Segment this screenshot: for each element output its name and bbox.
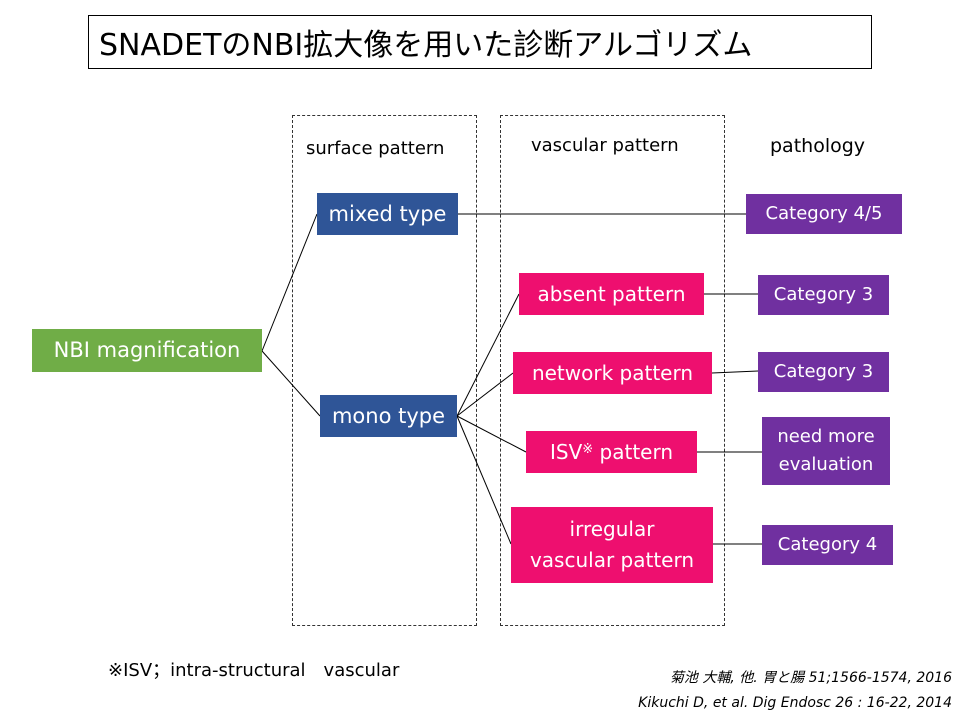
category-4-5-node: Category 4/5	[746, 194, 902, 234]
pathology-label: pathology	[770, 135, 866, 157]
reference-japanese: 菊池 大輔, 他. 胃と腸 51;1566-1574, 2016	[669, 670, 952, 686]
nbi-magnification-label: NBI magnification	[53, 338, 241, 363]
surface-pattern-column	[292, 115, 477, 626]
isv-pattern-label: ISV※ pattern	[550, 439, 673, 466]
category-3-network-node: Category 3	[758, 352, 889, 392]
page-title: SNADETのNBI拡大像を用いた診断アルゴリズム	[88, 15, 872, 69]
category-4-label: Category 4	[777, 533, 878, 555]
category-4-node: Category 4	[762, 525, 893, 565]
category-3-absent-node: Category 3	[758, 275, 889, 315]
category-3-absent-label: Category 3	[773, 283, 874, 305]
mono-type-label: mono type	[331, 403, 446, 428]
line-root-mixed	[261, 213, 318, 352]
line-mono-irregular	[456, 415, 512, 545]
isv-pattern-node: ISV※ pattern	[526, 431, 697, 473]
category-3-network-label: Category 3	[773, 360, 874, 382]
irregular-line2: vascular pattern	[529, 548, 695, 572]
isv-prefix: ISV	[549, 439, 583, 464]
nbi-magnification-node: NBI magnification	[32, 329, 262, 372]
line-mono-network	[456, 372, 514, 417]
vascular-pattern-column	[500, 115, 725, 626]
need-more-line1: need more	[777, 426, 875, 448]
isv-footnote: ※ISV；intra-structural vascular	[108, 660, 400, 681]
reference-english: Kikuchi D, et al. Dig Endosc 26 : 16-22,…	[638, 695, 952, 711]
irregular-vascular-pattern-node: irregular vascular pattern	[511, 507, 713, 583]
mixed-type-node: mixed type	[317, 193, 458, 235]
mono-type-node: mono type	[320, 395, 457, 437]
absent-pattern-node: absent pattern	[519, 273, 704, 315]
title-text: SNADETのNBI拡大像を用いた診断アルゴリズム	[99, 28, 753, 63]
absent-pattern-label: absent pattern	[537, 281, 686, 306]
line-network-cat3b	[711, 370, 759, 374]
need-more-line2: evaluation	[778, 454, 874, 475]
line-mono-absent	[456, 293, 520, 417]
vascular-pattern-label: vascular pattern	[531, 135, 679, 156]
line-root-mono	[261, 350, 321, 417]
surface-pattern-label: surface pattern	[306, 138, 445, 159]
need-more-evaluation-node: need more evaluation	[762, 417, 890, 485]
mixed-type-label: mixed type	[328, 201, 447, 226]
line-mono-isv	[456, 415, 527, 453]
isv-suffix: pattern	[593, 439, 674, 464]
network-pattern-label: network pattern	[531, 360, 694, 385]
network-pattern-node: network pattern	[513, 352, 712, 394]
irregular-line1: irregular	[569, 517, 655, 541]
category-4-5-label: Category 4/5	[765, 202, 883, 224]
isv-mark: ※	[582, 441, 594, 457]
